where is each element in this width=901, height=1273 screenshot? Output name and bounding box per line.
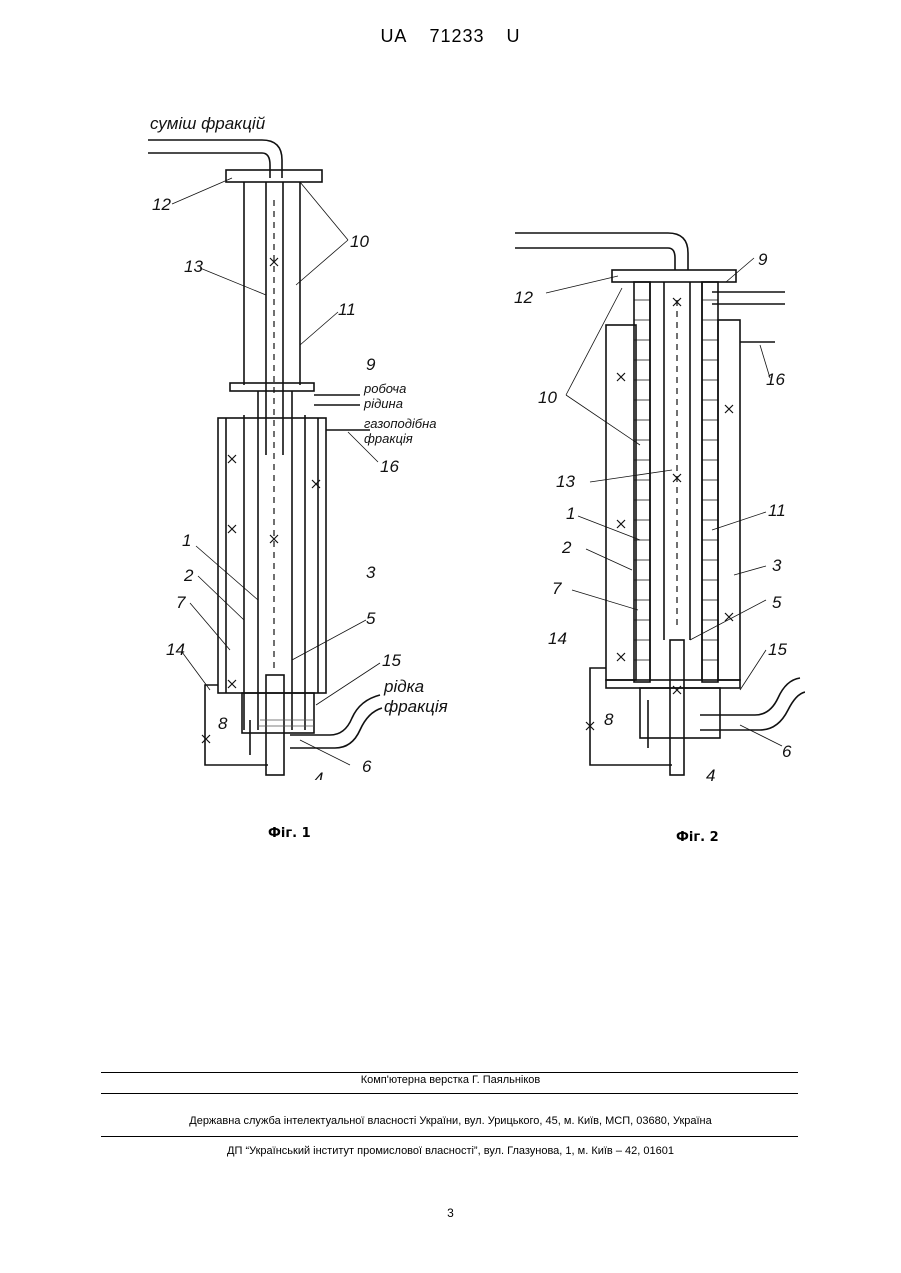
footer-rule bbox=[101, 1136, 798, 1137]
ref-num: 9 bbox=[758, 250, 768, 269]
page-number: 3 bbox=[0, 1206, 901, 1220]
figure-2-caption: Фіг. 2 bbox=[676, 830, 719, 845]
ref-num: 10 bbox=[350, 232, 369, 251]
ref-num: 14 bbox=[548, 629, 567, 648]
ref-num: 7 bbox=[176, 593, 186, 612]
working-fluid-label-2: рідина bbox=[363, 396, 403, 411]
ref-num: 8 bbox=[604, 710, 614, 729]
ref-num: 5 bbox=[772, 593, 782, 612]
ref-num: 9 bbox=[366, 355, 376, 374]
working-fluid-label-1: робоча bbox=[363, 381, 406, 396]
ref-num: 8 bbox=[218, 714, 228, 733]
liquid-fraction-label-2: фракція bbox=[384, 697, 448, 716]
footer-rule bbox=[101, 1072, 798, 1073]
ref-num: 1 bbox=[182, 531, 191, 550]
footer-rule bbox=[101, 1093, 798, 1094]
ref-num: 14 bbox=[166, 640, 185, 659]
gas-fraction-label-1: газоподібна bbox=[364, 416, 437, 431]
ref-num: 12 bbox=[514, 288, 533, 307]
ref-num: 10 bbox=[538, 388, 557, 407]
ref-num: 15 bbox=[768, 640, 787, 659]
inlet-label: суміш фракцій bbox=[150, 114, 266, 133]
ref-num: 4 bbox=[706, 766, 715, 785]
patent-kind: U bbox=[507, 26, 521, 46]
ref-num: 7 bbox=[552, 579, 562, 598]
ref-num: 1 bbox=[566, 504, 575, 523]
ref-num: 12 bbox=[152, 195, 171, 214]
ref-num: 6 bbox=[782, 742, 792, 761]
patent-country: UA bbox=[380, 26, 407, 46]
figure-2-drawing: 12 9 16 10 13 1 11 2 3 7 5 14 15 8 6 4 bbox=[505, 225, 805, 785]
ref-num: 2 bbox=[561, 538, 572, 557]
figure-1-drawing: суміш фракцій робоча рідина газоподібна … bbox=[130, 100, 460, 780]
ref-num: 13 bbox=[556, 472, 575, 491]
figure-1-caption: Фіг. 1 bbox=[268, 826, 311, 841]
ref-num: 4 bbox=[314, 769, 323, 780]
ref-num: 16 bbox=[380, 457, 399, 476]
ref-num: 5 bbox=[366, 609, 376, 628]
ref-num: 2 bbox=[183, 566, 194, 585]
ref-num: 13 bbox=[184, 257, 203, 276]
ref-num: 11 bbox=[338, 300, 356, 319]
ref-num: 15 bbox=[382, 651, 401, 670]
ref-num: 3 bbox=[772, 556, 782, 575]
ref-num: 16 bbox=[766, 370, 785, 389]
ref-num: 3 bbox=[366, 563, 376, 582]
ref-num: 6 bbox=[362, 757, 372, 776]
gas-fraction-label-2: фракція bbox=[364, 431, 413, 446]
footer-layout-credit: Комп'ютерна верстка Г. Паяльніков bbox=[0, 1074, 901, 1086]
ref-num: 11 bbox=[768, 501, 786, 520]
footer-institute: ДП “Український інститут промислової вла… bbox=[0, 1145, 901, 1157]
footer-agency: Державна служба інтелектуальної власност… bbox=[0, 1115, 901, 1127]
liquid-fraction-label-1: рідка bbox=[383, 677, 424, 696]
patent-number: 71233 bbox=[429, 26, 484, 46]
patent-header: UA 71233 U bbox=[0, 26, 901, 47]
